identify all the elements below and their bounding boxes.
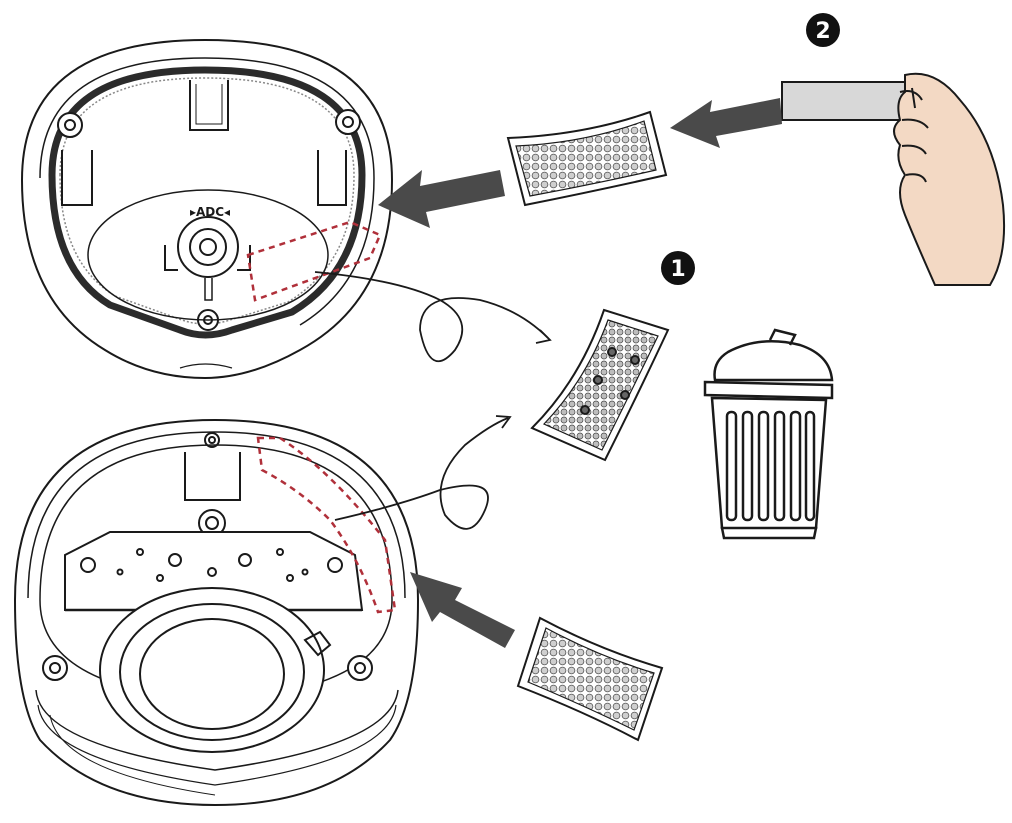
step-2-number: 2 [815, 19, 830, 44]
arrow-icon [378, 98, 782, 648]
step-2-badge: 2 [806, 13, 840, 47]
housing-label: ▸ADC◂ [190, 205, 230, 219]
desiccant-pack-new-icon [516, 616, 664, 742]
desiccant-placement-outline [246, 220, 382, 302]
step-1-number: 1 [670, 257, 685, 282]
step-1-badge: 1 [661, 251, 695, 285]
hand-icon [781, 72, 1006, 286]
camera-base-icon [13, 418, 420, 807]
desiccant-pack-icon [506, 110, 668, 207]
trash-can-icon [703, 328, 834, 540]
desiccant-pack-old-icon [530, 308, 670, 462]
dome-housing-icon [20, 38, 394, 380]
seal-tape [781, 81, 915, 121]
desiccant-placement-outline-base [256, 436, 397, 614]
curve-arrow-icon [314, 271, 552, 530]
